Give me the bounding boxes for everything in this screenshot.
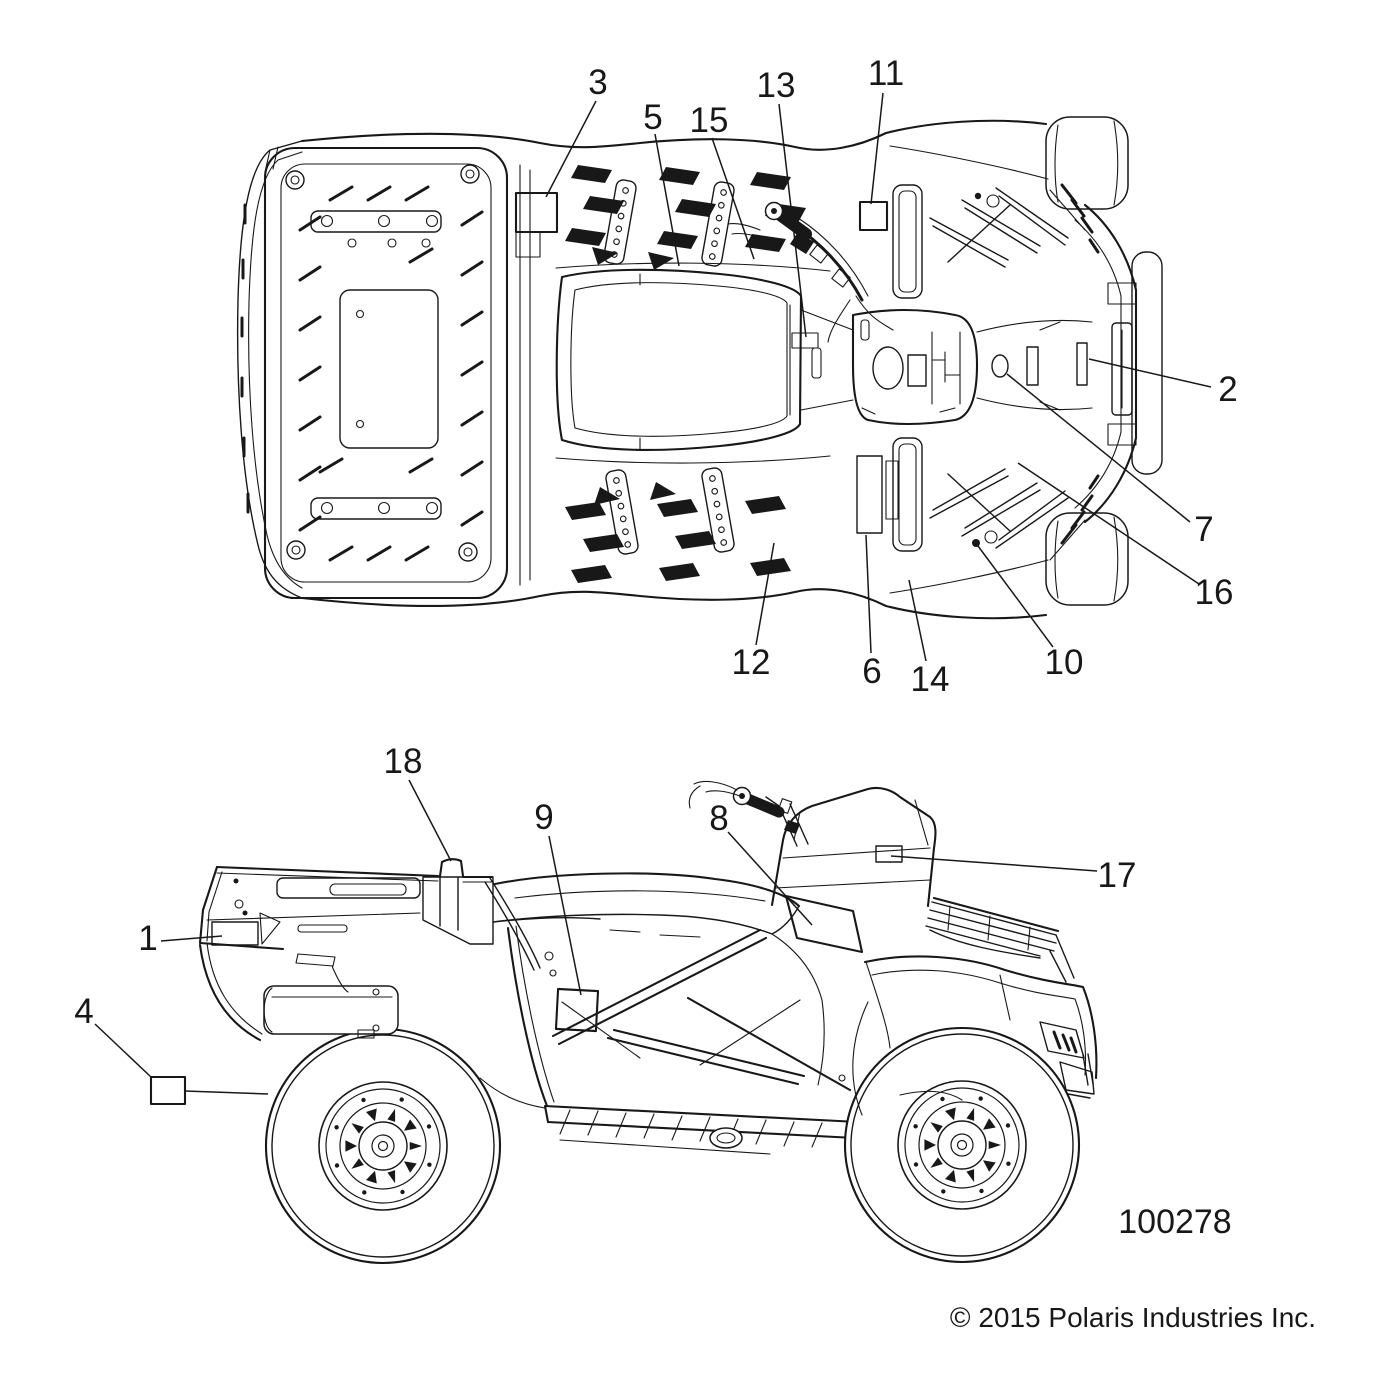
leader-line-11 bbox=[870, 92, 884, 205]
leader-line-8 bbox=[727, 831, 813, 926]
body-outline-top-view bbox=[300, 119, 1049, 620]
decal-4 bbox=[149, 1075, 187, 1106]
callout-label-6: 6 bbox=[862, 652, 881, 691]
handlebar-top-view bbox=[727, 201, 894, 343]
callout-label-17: 17 bbox=[1098, 856, 1137, 895]
decal-6 bbox=[856, 455, 883, 534]
callout-label-4: 4 bbox=[74, 992, 93, 1031]
callout-label-11: 11 bbox=[868, 54, 904, 93]
muffler-side-view bbox=[263, 985, 399, 1039]
leader-line-2 bbox=[1088, 358, 1212, 388]
part-number: 100278 bbox=[1118, 1203, 1231, 1241]
leader-line-14 bbox=[908, 579, 927, 662]
callout-label-13: 13 bbox=[757, 66, 796, 105]
leader-line-13 bbox=[778, 103, 807, 338]
body-side-view bbox=[492, 872, 891, 1108]
callout-label-5: 5 bbox=[643, 98, 662, 137]
rear-bumper-top-view bbox=[236, 140, 303, 599]
decal-8 bbox=[784, 894, 864, 954]
decal-13 bbox=[791, 332, 819, 349]
decal-3b bbox=[515, 231, 541, 258]
decal-4-group bbox=[149, 1075, 269, 1106]
leader-line-4 bbox=[94, 1023, 152, 1078]
callout-label-15: 15 bbox=[690, 101, 729, 140]
rear-wheel bbox=[264, 1027, 502, 1265]
rear-rack-top-view bbox=[263, 146, 509, 600]
leader-line-16 bbox=[1017, 462, 1200, 585]
callout-label-9: 9 bbox=[534, 798, 553, 837]
callout-label-10: 10 bbox=[1045, 643, 1084, 682]
callout-label-16: 16 bbox=[1195, 573, 1234, 612]
decal-1 bbox=[211, 921, 259, 946]
rear-rack-side-view bbox=[198, 858, 541, 1042]
callout-label-8: 8 bbox=[709, 799, 728, 838]
right-footwell-top-view bbox=[565, 467, 791, 583]
callout-label-1: 1 bbox=[138, 919, 157, 958]
leader-line-3 bbox=[545, 100, 597, 198]
seat-top-view bbox=[555, 268, 854, 451]
leader-line-12 bbox=[755, 542, 775, 646]
front-wheel bbox=[843, 1026, 1081, 1264]
decal-11 bbox=[858, 200, 889, 232]
front-fender-side-view bbox=[852, 955, 1098, 1116]
decal-7 bbox=[991, 354, 1009, 378]
callout-label-12: 12 bbox=[732, 643, 771, 682]
leader-line-17 bbox=[890, 855, 1098, 872]
callout-label-18: 18 bbox=[384, 742, 423, 781]
callout-label-2: 2 bbox=[1218, 370, 1237, 409]
leader-line-7 bbox=[1006, 373, 1191, 523]
atv-top-view-drawing bbox=[236, 116, 1163, 620]
decal-14 bbox=[885, 460, 899, 520]
decal-9 bbox=[554, 987, 600, 1033]
callout-label-7: 7 bbox=[1194, 510, 1213, 549]
front-rack-top-view bbox=[892, 184, 1093, 552]
decal-17 bbox=[875, 845, 903, 863]
front-rack-side-view bbox=[925, 896, 1075, 983]
leader-line-18 bbox=[408, 779, 452, 862]
pod-side-view bbox=[688, 780, 937, 908]
leader-line-5 bbox=[654, 133, 680, 267]
left-footwell-top-view bbox=[555, 165, 831, 464]
decal-2 bbox=[1076, 342, 1088, 386]
leader-line-1 bbox=[160, 935, 223, 942]
leader-line-15 bbox=[711, 137, 755, 260]
callout-label-3: 3 bbox=[588, 63, 607, 102]
headlight-pod-top-view bbox=[851, 308, 979, 426]
callout-label-14: 14 bbox=[911, 660, 950, 699]
leader-line-6 bbox=[865, 534, 872, 654]
leader-line-9 bbox=[548, 835, 582, 996]
decal-10 bbox=[972, 539, 980, 547]
front-bumper-top-view bbox=[1049, 183, 1163, 561]
decal-3 bbox=[514, 191, 559, 234]
decal-4-pointer-line bbox=[184, 1090, 269, 1095]
leader-line-10 bbox=[977, 545, 1054, 648]
atv-side-view-drawing bbox=[149, 780, 1098, 1265]
copyright-text: © 2015 Polaris Industries Inc. bbox=[950, 1302, 1316, 1333]
